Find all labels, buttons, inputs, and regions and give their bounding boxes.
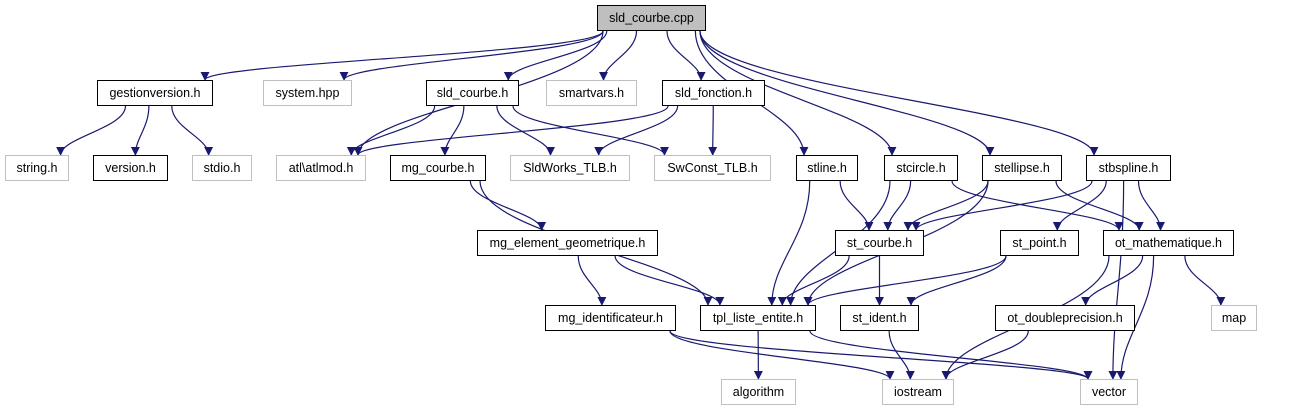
node-swconst-tlb-h: SwConst_TLB.h [654, 155, 771, 181]
node-sldworks-tlb-h: SldWorks_TLB.h [510, 155, 630, 181]
edge-stbspline-h-to-ot-mathematique-h [1137, 180, 1165, 231]
edge-sld-courbe-cpp-to-stellipse-h [699, 30, 995, 156]
node-vector: vector [1080, 379, 1138, 405]
edge-sld-fonction-h-to-swconst-tlb-h [708, 105, 718, 156]
node-map: map [1211, 305, 1257, 331]
edge-gestionversion-h-to-stdio-h [171, 105, 214, 156]
edge-sld-fonction-h-to-sldworks-tlb-h [594, 105, 679, 156]
node-st-ident-h[interactable]: st_ident.h [840, 305, 919, 331]
node-stline-h[interactable]: stline.h [796, 155, 858, 181]
edge-st-courbe-h-to-tpl-liste-entite-h [777, 255, 850, 306]
node-system-hpp: system.hpp [263, 80, 352, 106]
node-sld-fonction-h[interactable]: sld_fonction.h [662, 80, 765, 106]
edge-sld-courbe-cpp-to-system-hpp [339, 30, 604, 81]
node-iostream: iostream [882, 379, 954, 405]
node-stcircle-h[interactable]: stcircle.h [884, 155, 958, 181]
edge-stline-h-to-st-courbe-h [839, 180, 874, 231]
node-smartvars-h: smartvars.h [546, 80, 637, 106]
node-tpl-liste-entite-h[interactable]: tpl_liste_entite.h [700, 305, 816, 331]
edge-sld-courbe-cpp-to-sld-courbe-h [503, 30, 608, 81]
edge-ot-mathematique-h-to-map [1184, 255, 1226, 306]
node-stellipse-h[interactable]: stellipse.h [982, 155, 1062, 181]
edge-sld-courbe-h-to-sldworks-tlb-h [496, 105, 555, 156]
node-stbspline-h[interactable]: stbspline.h [1086, 155, 1171, 181]
edge-gestionversion-h-to-version-h [130, 105, 150, 156]
edge-stbspline-h-to-st-courbe-h [911, 180, 1093, 231]
node-ot-doubleprecision-h[interactable]: ot_doubleprecision.h [995, 305, 1135, 331]
node-mg-element-geometrique-h[interactable]: mg_element_geometrique.h [477, 230, 658, 256]
edge-ot-mathematique-h-to-ot-doubleprecision-h [1081, 255, 1144, 306]
node-st-courbe-h[interactable]: st_courbe.h [835, 230, 924, 256]
edge-sld-courbe-h-to-swconst-tlb-h [512, 105, 669, 156]
edge-sld-courbe-cpp-to-smartvars-h [599, 30, 638, 81]
edge-tpl-liste-entite-h-to-vector [809, 330, 1093, 380]
node-version-h[interactable]: version.h [93, 155, 168, 181]
node-atlmod-h: atl\atlmod.h [276, 155, 366, 181]
edge-stellipse-h-to-st-courbe-h [903, 180, 989, 231]
edge-sld-fonction-h-to-atlmod-h [353, 105, 669, 156]
edge-sld-courbe-h-to-mg-courbe-h [440, 105, 465, 156]
edge-sld-courbe-cpp-to-stcircle-h [699, 30, 897, 156]
edge-sld-courbe-cpp-to-gestionversion-h [200, 30, 604, 81]
edge-st-ident-h-to-iostream [888, 330, 915, 380]
node-stdio-h: stdio.h [192, 155, 252, 181]
edge-stcircle-h-to-st-courbe-h [883, 180, 912, 231]
node-mg-courbe-h[interactable]: mg_courbe.h [390, 155, 486, 181]
node-st-point-h[interactable]: st_point.h [1000, 230, 1079, 256]
edge-sld-courbe-h-to-atlmod-h [346, 105, 436, 156]
node-sld-courbe-cpp[interactable]: sld_courbe.cpp [597, 5, 706, 31]
edge-ot-mathematique-h-to-vector [1116, 255, 1155, 380]
node-ot-mathematique-h[interactable]: ot_mathematique.h [1103, 230, 1234, 256]
edge-sld-courbe-cpp-to-stbspline-h [699, 30, 1099, 156]
edge-stbspline-h-to-vector [1108, 180, 1125, 380]
edge-gestionversion-h-to-string-h [56, 105, 127, 156]
edge-st-point-h-to-tpl-liste-entite-h [803, 255, 1007, 306]
node-sld-courbe-h[interactable]: sld_courbe.h [426, 80, 519, 106]
edge-stbspline-h-to-st-point-h [1052, 180, 1107, 231]
edge-stline-h-to-tpl-liste-entite-h [767, 180, 811, 306]
node-string-h: string.h [5, 155, 69, 181]
node-mg-identificateur-h[interactable]: mg_identificateur.h [545, 305, 676, 331]
edge-st-point-h-to-st-ident-h [906, 255, 1007, 306]
edge-mg-element-geometrique-h-to-mg-identificateur-h [577, 255, 607, 306]
edge-sld-courbe-cpp-to-sld-fonction-h [666, 30, 706, 81]
edge-mg-identificateur-h-to-iostream [669, 330, 895, 380]
edge-mg-identificateur-h-to-vector [669, 330, 1093, 380]
node-algorithm: algorithm [721, 379, 796, 405]
edge-mg-element-geometrique-h-to-tpl-liste-entite-h [614, 255, 725, 306]
edge-ot-doubleprecision-h-to-iostream [941, 330, 1029, 380]
edge-mg-courbe-h-to-mg-element-geometrique-h [469, 180, 547, 231]
edge-stellipse-h-to-ot-mathematique-h [1055, 180, 1144, 231]
edge-stcircle-h-to-ot-mathematique-h [951, 180, 1124, 231]
node-gestionversion-h[interactable]: gestionversion.h [97, 80, 213, 106]
